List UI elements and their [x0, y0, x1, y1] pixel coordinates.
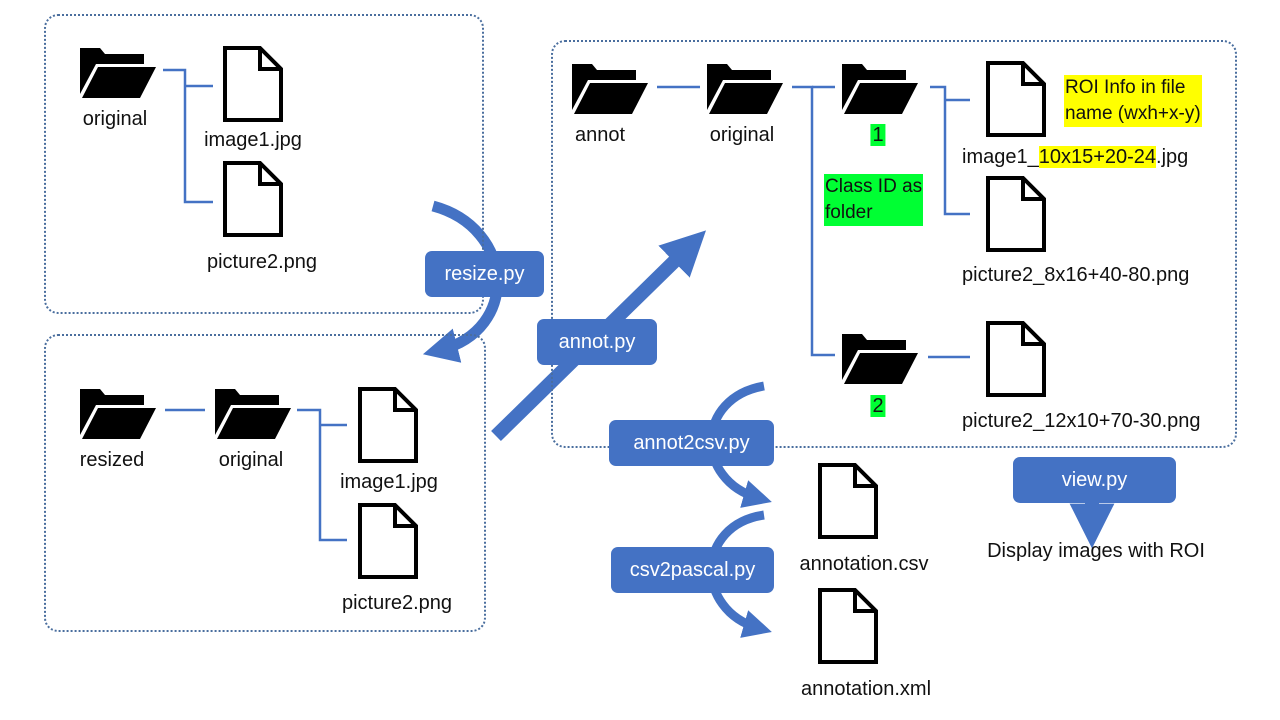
file-label-picture2: picture2.png [341, 592, 453, 614]
file-label-image1: image1.jpg [204, 129, 302, 151]
file-icon [358, 503, 418, 579]
tree-connector-bottom-left [165, 408, 347, 542]
file-icon [986, 176, 1046, 252]
group-box-original [44, 14, 484, 314]
file-icon [818, 588, 878, 664]
folder-label-original: original [82, 108, 148, 130]
file-label-image1-roi: image1_10x15+20-24.jpg [962, 146, 1188, 168]
tree-connector-top-left [163, 68, 213, 204]
file-label-picture2: picture2.png [206, 251, 318, 273]
file-icon [223, 46, 283, 122]
resize-script-button[interactable]: resize.py [425, 251, 544, 297]
file-label-prefix: image1_ [962, 146, 1039, 168]
file-icon [986, 321, 1046, 397]
group-box-annot [551, 40, 1237, 448]
folder-label-original: original [709, 124, 775, 146]
class-id-note: Class ID as folder [824, 174, 924, 226]
class-folder-label-1: 1 [870, 124, 886, 146]
folder-icon [80, 48, 156, 98]
folder-icon [842, 64, 918, 114]
roi-info-note: ROI Info in file name (wxh+x-y) [1064, 75, 1202, 127]
view-script-button[interactable]: view.py [1013, 457, 1176, 503]
file-label-picture2-class1: picture2_8x16+40-80.png [962, 264, 1190, 286]
group-box-resized [44, 334, 486, 632]
folder-icon [572, 64, 648, 114]
folder-label-resized: resized [79, 449, 145, 471]
annot2csv-script-button[interactable]: annot2csv.py [609, 420, 774, 466]
file-icon [986, 61, 1046, 137]
file-icon [818, 463, 878, 539]
tree-connector-annot [657, 85, 970, 359]
folder-label-original: original [218, 449, 284, 471]
class-id-line2: folder [825, 202, 873, 223]
annot-script-button[interactable]: annot.py [537, 319, 657, 365]
csv2pascal-script-button[interactable]: csv2pascal.py [611, 547, 774, 593]
file-label-ext: .jpg [1156, 146, 1189, 168]
class-id-line1: Class ID as [825, 176, 923, 197]
folder-icon [80, 389, 156, 439]
class-folder-label-2: 2 [870, 395, 886, 417]
folder-icon [215, 389, 291, 439]
file-icon [223, 161, 283, 237]
file-icon [358, 387, 418, 463]
folder-icon [707, 64, 783, 114]
roi-info-line1: ROI Info in file [1065, 77, 1186, 98]
roi-highlight: 10x15+20-24 [1038, 146, 1157, 168]
folder-icon [842, 334, 918, 384]
file-label-image1: image1.jpg [340, 471, 438, 493]
view-result-label: Display images with ROI [987, 540, 1205, 562]
folder-label-annot: annot [574, 124, 626, 146]
output-label-csv: annotation.csv [799, 553, 929, 575]
file-label-picture2-class2: picture2_12x10+70-30.png [962, 410, 1201, 432]
roi-info-line2: name (wxh+x-y) [1065, 103, 1201, 124]
output-label-xml: annotation.xml [800, 678, 932, 700]
